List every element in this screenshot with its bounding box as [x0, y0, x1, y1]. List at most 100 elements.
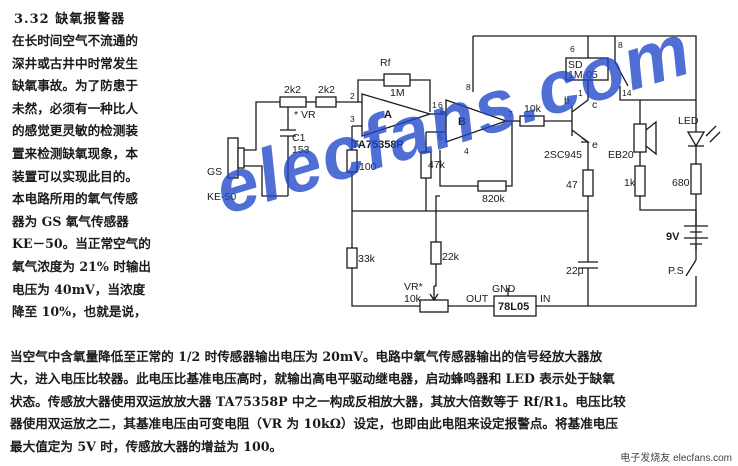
- pin-number: 8: [618, 40, 623, 50]
- label-rf: Rf: [380, 57, 391, 69]
- wire: [639, 196, 696, 211]
- body-line: 当空气中含氧量降低至正常的 1/2 时传感器输出电压为 20mV。电路中氧气传感…: [10, 349, 603, 364]
- label-78l05: 78L05: [498, 301, 529, 313]
- pin-number: 1: [578, 88, 583, 98]
- label-eb20: EB20: [608, 149, 634, 161]
- resistor-47: [582, 169, 594, 197]
- resistor-820k: [477, 180, 507, 192]
- pin-number: 1: [432, 100, 437, 110]
- watermark-small: 电子发烧友 elecfans.com: [620, 453, 732, 464]
- vr-wiper: [429, 286, 439, 302]
- label-in: IN: [540, 293, 551, 305]
- label-9v: 9V: [666, 231, 680, 243]
- body-line: 大，进入电压比较器。此电压比基准电压高时，就输出高电平驱动继电器，启动蜂鸣器和 …: [10, 371, 615, 387]
- label-ic: TA75358P: [352, 139, 404, 151]
- wire: [587, 280, 697, 307]
- pin-number: 8: [466, 82, 471, 92]
- label-opamp-a: A: [384, 109, 392, 121]
- label-vr2-value: 10k: [404, 293, 422, 305]
- pin-number: 5: [438, 132, 443, 142]
- relay-coil: [565, 57, 609, 81]
- wire: [410, 79, 431, 112]
- body-text: 当空气中含氧量降低至正常的 1/2 时传感器输出电压为 20mV。电路中氧气传感…: [10, 346, 728, 458]
- label-ke50: KE-50: [207, 191, 236, 203]
- label-47: 47: [566, 179, 578, 191]
- intro-line: 降至 10%，也就是说，: [12, 304, 147, 320]
- label-b: b: [564, 95, 570, 107]
- label-out: OUT: [466, 293, 489, 305]
- resistor-2k2-a: [279, 96, 307, 108]
- pin-number: 7: [508, 109, 513, 119]
- wire: [434, 264, 437, 287]
- label-33k: 33k: [358, 253, 376, 265]
- label-e: e: [592, 139, 598, 151]
- pin-number: 14: [622, 88, 632, 98]
- intro-line: 未然，必须有一种比人: [12, 100, 138, 116]
- label-c1-value: 153: [292, 144, 310, 156]
- wire: [236, 165, 288, 197]
- variable-resistor-10k: [419, 299, 449, 313]
- led: [686, 131, 706, 148]
- pin-number: 6: [570, 44, 575, 54]
- label-c1: C1: [292, 132, 306, 144]
- label-led: LED: [678, 115, 699, 127]
- label-47k: 47k: [428, 159, 446, 171]
- label-relay-model: 1M-05: [568, 69, 598, 81]
- pin-number: 2: [350, 91, 355, 101]
- wire: [236, 101, 280, 151]
- body-line: 状态。传感放大器使用双运放放大器 TA75358P 中之一构成反相放大器，其放大…: [10, 393, 626, 409]
- led-light-arrows: [705, 125, 721, 143]
- pin-number: 6: [438, 100, 443, 110]
- pin-number: 3: [350, 114, 355, 124]
- label-22k: 22k: [442, 251, 460, 263]
- relay-contact: [614, 50, 641, 124]
- label-100: 100: [359, 161, 377, 173]
- intro-line: 缺氧事故。为了防患于: [12, 78, 138, 94]
- intro-line: 器为 GS 氧气传感器: [12, 213, 129, 229]
- label-opamp-b: B: [458, 116, 466, 128]
- label-c: c: [592, 99, 597, 111]
- label-gs: GS: [207, 166, 222, 178]
- gas-sensor-cap: [237, 147, 245, 169]
- intro-line: 深井或古井中时常发生: [12, 55, 138, 71]
- label-rf-value: 1M: [390, 87, 405, 99]
- label-ps: P.S: [668, 265, 684, 277]
- intro-line: 置来检测缺氧现象，本: [12, 145, 138, 161]
- wire: [435, 195, 440, 206]
- label-2k2-b: 2k2: [318, 84, 335, 96]
- intro-text: 在长时间空气不流通的 深井或古井中时常发生 缺氧事故。为了防患于 未然，必须有一…: [12, 30, 188, 324]
- label-22u: 22μ: [566, 265, 584, 277]
- resistor-680: [690, 163, 702, 195]
- section-heading: 3.32 缺氧报警器: [14, 12, 126, 27]
- battery-9v: [684, 225, 708, 245]
- opamp-a: [361, 93, 433, 137]
- label-gnd: GND: [492, 283, 516, 295]
- buzzer-eb20: [633, 123, 647, 153]
- opamp-b: [445, 99, 508, 143]
- regulator-78l05: [493, 295, 537, 317]
- wire: [506, 121, 513, 187]
- body-line: 器使用双运放之二，其基准电压由可变电阻（VR 为 10kΩ）设定，也即由此电阻来…: [10, 416, 618, 432]
- label-vr: * VR: [294, 109, 316, 121]
- label-1k: 1k: [624, 177, 636, 189]
- label-vr2: VR*: [404, 281, 423, 293]
- intro-line: 在长时间空气不流通的: [12, 33, 138, 48]
- power-switch: [685, 259, 697, 280]
- resistor-22k: [430, 241, 442, 265]
- intro-line: 的感觉更灵敏的检测装: [12, 123, 138, 139]
- pin-number: 4: [464, 146, 469, 156]
- resistor-33k: [346, 247, 358, 269]
- resistor-rf: [383, 73, 411, 87]
- label-10k: 10k: [524, 103, 542, 115]
- intro-line: 电压为 40mV，当浓度: [12, 281, 146, 297]
- label-relay-sd: SD: [568, 59, 583, 71]
- label-2sc945: 2SC945: [544, 149, 582, 161]
- wire: [351, 268, 420, 307]
- wire: [439, 150, 478, 187]
- intro-line: KE－50。当正常空气的: [12, 236, 151, 252]
- intro-line: 本电路所用的氧气传感: [12, 191, 138, 207]
- label-680: 680: [672, 177, 690, 189]
- transistor-collector: [571, 80, 589, 113]
- label-820k: 820k: [482, 193, 506, 205]
